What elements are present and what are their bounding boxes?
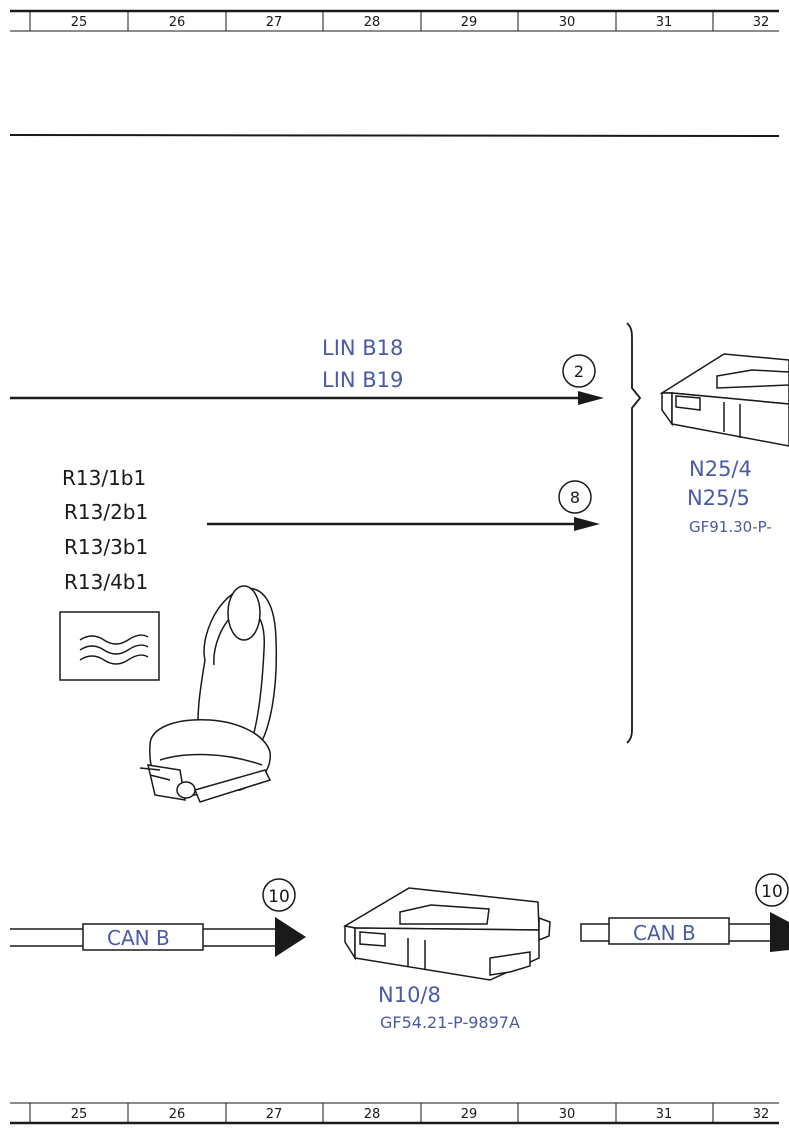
- ruler-bottom-col-31: 31: [656, 1107, 673, 1122]
- can-left-arrowhead: [275, 917, 306, 957]
- group-brace: [626, 322, 642, 744]
- ruler-bottom-col-32: 32: [753, 1107, 770, 1122]
- sensor-label-1: R13/1b1: [62, 466, 146, 490]
- ruler-bottom-col-27: 27: [266, 1107, 283, 1122]
- ruler-bottom-col-28: 28: [364, 1107, 381, 1122]
- lin-label-b18: LIN B18: [322, 336, 403, 360]
- can-right-arrowhead: [770, 912, 789, 952]
- callout-lin-number: 2: [574, 362, 584, 381]
- can-bus-right: [580, 912, 789, 952]
- callout-lin: 2: [562, 354, 596, 388]
- module-bottom-ref: GF54.21-P-9897A: [380, 1013, 520, 1032]
- vehicle-seat-icon: [139, 585, 278, 803]
- module-top-ref: GF91.30-P-: [689, 518, 772, 536]
- can-left-label: CAN B: [107, 926, 170, 950]
- can-right-label: CAN B: [633, 921, 696, 945]
- ruler-top-col-26: 26: [169, 15, 186, 30]
- sensor-arrowhead: [574, 517, 600, 531]
- lin-signal-line: [10, 391, 604, 405]
- ruler-top-col-30: 30: [559, 15, 576, 30]
- section-divider: [9, 134, 780, 137]
- callout-can-right: 10: [755, 873, 789, 907]
- ruler-top-col-32: 32: [753, 15, 770, 30]
- control-unit-icon: [659, 353, 789, 447]
- ruler-top-col-31: 31: [656, 15, 673, 30]
- lin-arrowhead: [578, 391, 604, 405]
- sensor-label-4: R13/4b1: [64, 570, 148, 594]
- sensor-label-2: R13/2b1: [64, 500, 148, 524]
- callout-can-left-number: 10: [268, 887, 290, 907]
- callout-can-right-number: 10: [761, 882, 783, 902]
- bottom-ruler: 25 26 27 28 29 30 31 32: [10, 1102, 779, 1125]
- ruler-top-col-28: 28: [364, 15, 381, 30]
- callout-sensor-number: 8: [570, 488, 580, 507]
- ruler-bottom-col-25: 25: [71, 1107, 88, 1122]
- ruler-bottom-col-26: 26: [169, 1107, 186, 1122]
- ruler-bottom-col-29: 29: [461, 1107, 478, 1122]
- can-bus-left: [10, 917, 306, 957]
- module-bottom-label: N10/8: [378, 983, 441, 1007]
- ruler-bottom-col-30: 30: [559, 1107, 576, 1122]
- lin-label-b19: LIN B19: [322, 368, 403, 392]
- ruler-top-col-29: 29: [461, 15, 478, 30]
- ruler-top-col-25: 25: [71, 15, 88, 30]
- control-unit-icon: [342, 887, 551, 981]
- callout-sensor: 8: [558, 480, 592, 514]
- top-ruler: 25 26 27 28 29 30 31 32: [10, 9, 779, 32]
- seat-heating-symbol-icon: [59, 611, 160, 681]
- sensor-label-3: R13/3b1: [64, 535, 148, 559]
- module-top-label-1: N25/4: [689, 457, 752, 481]
- ruler-top-col-27: 27: [266, 15, 283, 30]
- module-top-label-2: N25/5: [687, 486, 750, 510]
- callout-can-left: 10: [262, 878, 296, 912]
- sensor-signal-line: [207, 517, 600, 531]
